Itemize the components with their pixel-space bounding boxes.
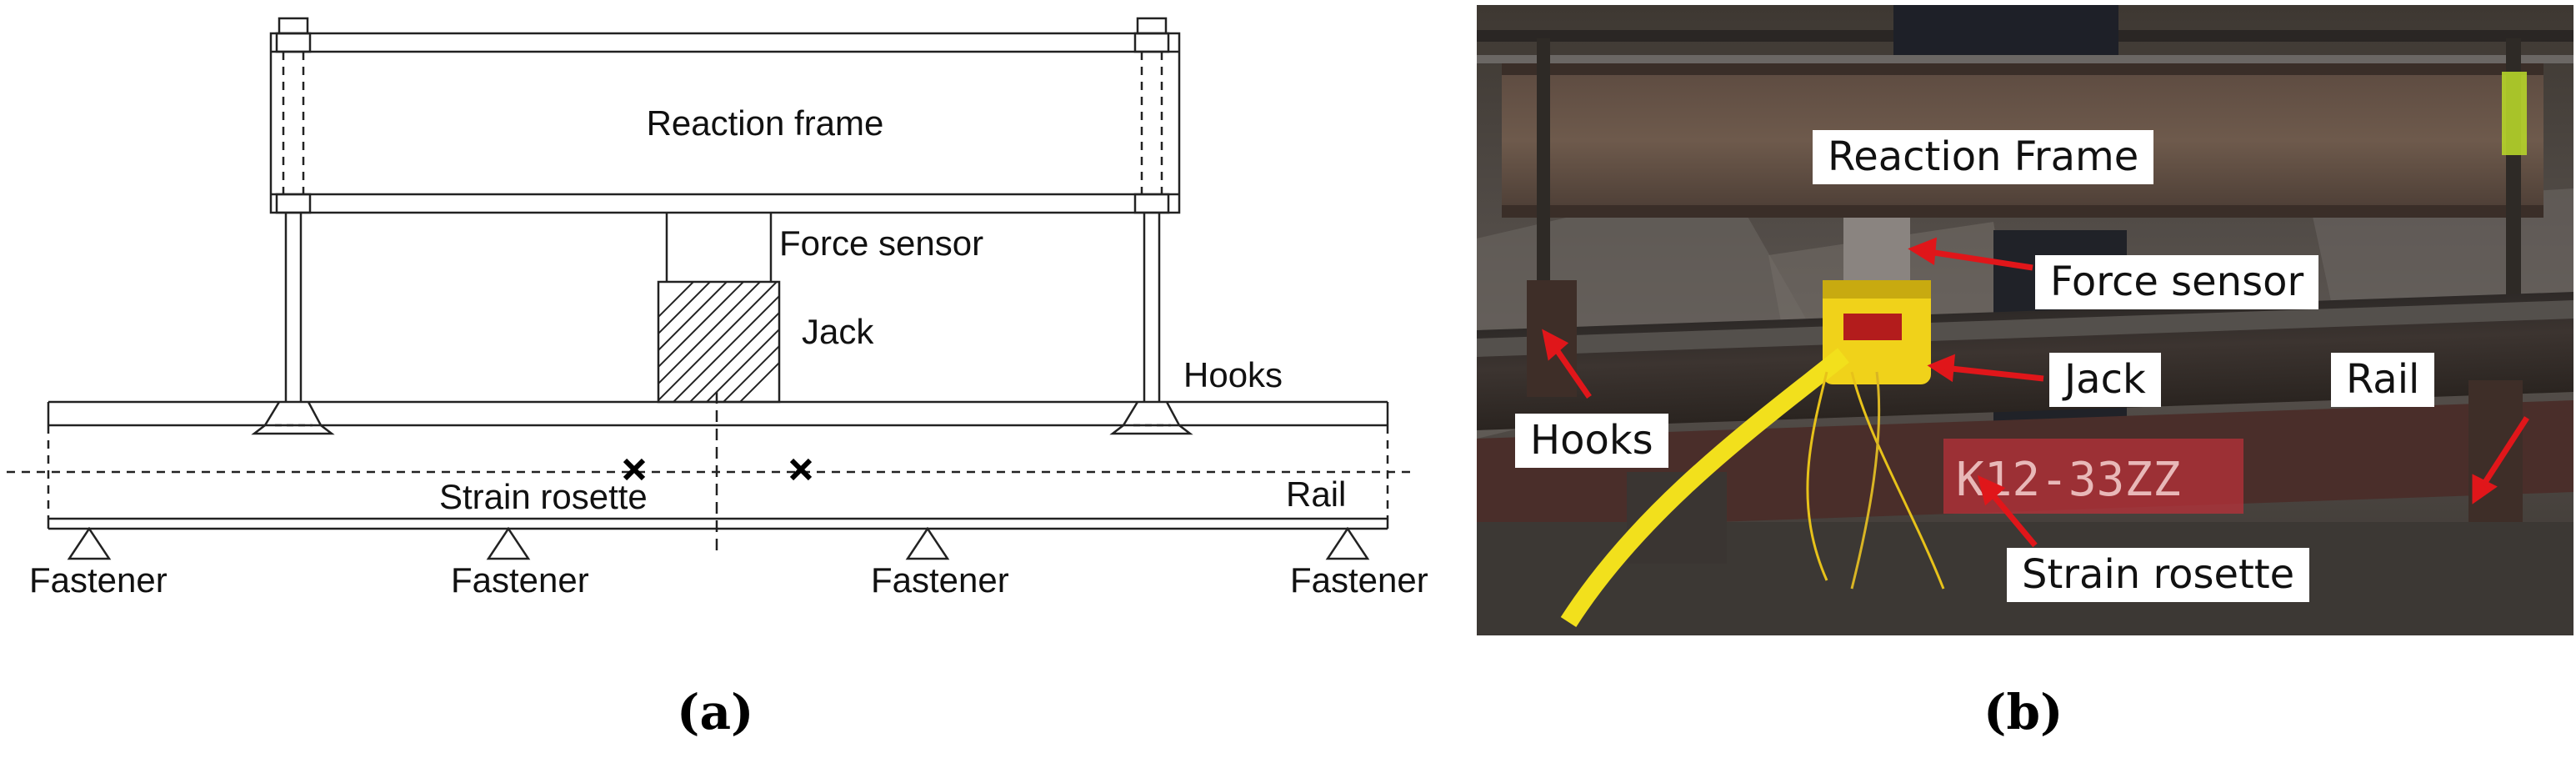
right-nut-top <box>1133 32 1170 53</box>
label-jack: Jack <box>802 312 874 351</box>
photo-label-force-sensor: Force sensor <box>2035 255 2319 309</box>
label-reaction-frame: Reaction frame <box>647 103 884 143</box>
label-hooks: Hooks <box>1183 355 1283 394</box>
photo-hydraulic-hose <box>1560 348 1849 627</box>
strain-rosette-markers <box>623 458 813 481</box>
photo-label-reaction-frame: Reaction Frame <box>1813 130 2154 184</box>
fastener-support <box>905 526 950 560</box>
label-fastener-3: Fastener <box>871 560 1009 600</box>
left-nut-top <box>275 32 312 53</box>
caption-a: (a) <box>677 684 754 740</box>
label-fastener-1: Fastener <box>29 560 168 600</box>
right-bolt-head-top <box>1136 17 1168 35</box>
schematic-diagram: Reaction frame Force sensor Jack Hooks S… <box>7 17 1428 600</box>
reaction-frame-beam <box>269 32 1181 214</box>
right-nut-bottom <box>1133 193 1170 214</box>
photo-label-hooks: Hooks <box>1515 414 1668 468</box>
left-bolt-head-top <box>278 17 309 35</box>
right-hook <box>1109 401 1193 435</box>
photo-force-sensor <box>1843 218 1910 284</box>
photo-label-jack: Jack <box>2049 353 2161 407</box>
photo-label-strain-rosette: Strain rosette <box>2007 548 2310 602</box>
fastener-support <box>486 526 531 560</box>
fastener-support <box>67 526 112 560</box>
label-fastener-2: Fastener <box>451 560 589 600</box>
fastener-support <box>1325 526 1370 560</box>
photo-panel: K12-33ZZ <box>1477 5 2573 635</box>
photo-arrows <box>1542 237 2529 548</box>
label-rail: Rail <box>1286 474 1346 514</box>
label-strain-rosette: Strain rosette <box>439 477 648 516</box>
left-hook <box>251 401 335 435</box>
photo-label-rail: Rail <box>2331 353 2435 407</box>
caption-b: (b) <box>1983 684 2063 740</box>
label-fastener-4: Fastener <box>1290 560 1428 600</box>
left-nut-bottom <box>275 193 312 214</box>
jack-hatching <box>658 282 779 402</box>
label-force-sensor: Force sensor <box>779 223 983 263</box>
